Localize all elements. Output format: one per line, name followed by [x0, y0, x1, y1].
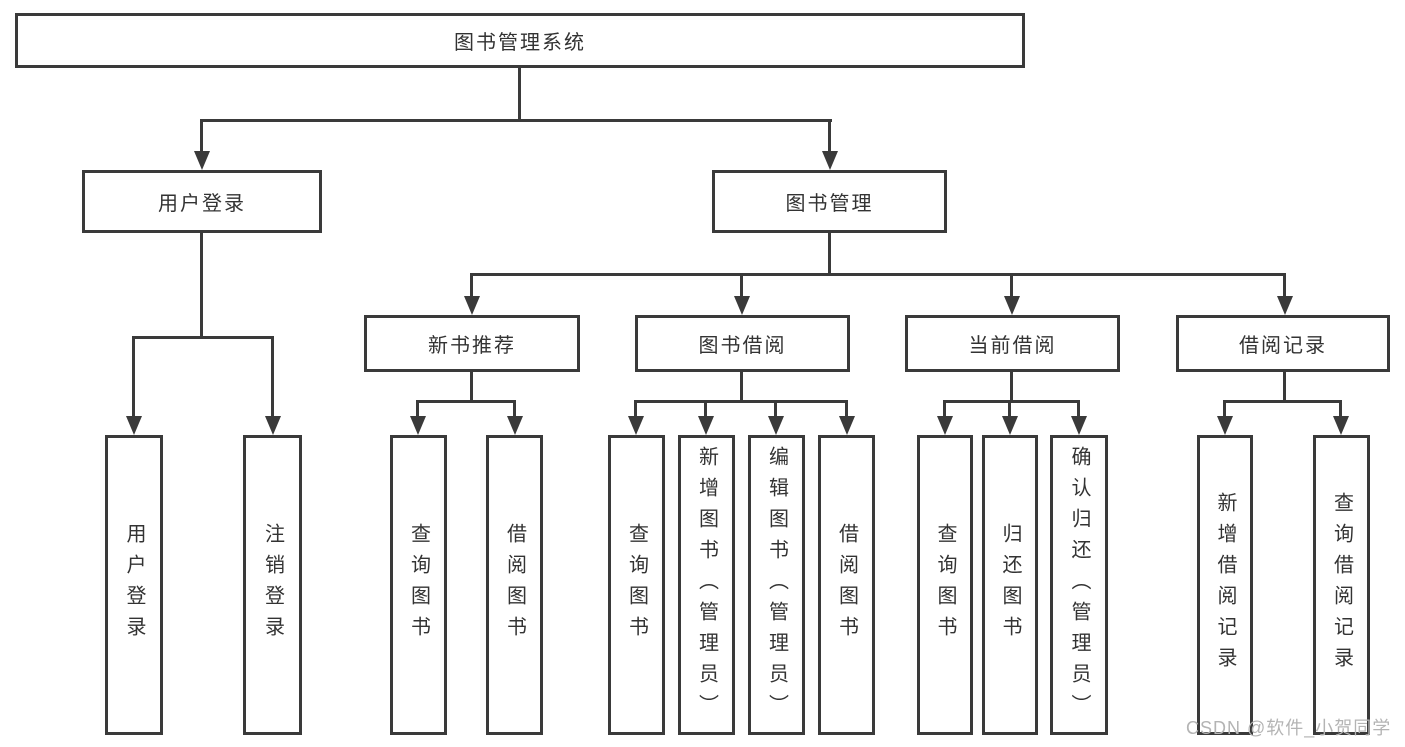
leaf-logout: 注销登录	[243, 435, 302, 735]
connector-leaf	[845, 400, 848, 417]
connector-new-book-bus	[416, 400, 516, 403]
connector-borrow-records-stem	[1283, 372, 1286, 403]
connector-level2-bus	[200, 119, 832, 122]
connector-to-borrow-records	[1283, 273, 1286, 297]
connector-to-book-borrow	[740, 273, 743, 297]
leaf-confirm-return-admin: 确认归还（管理员）	[1050, 435, 1108, 735]
connector-to-user-login	[200, 119, 203, 152]
node-book-borrow: 图书借阅	[635, 315, 850, 372]
connector-leaf	[1223, 400, 1226, 417]
leaf-query-borrow-record: 查询借阅记录	[1313, 435, 1370, 735]
connector-leaf	[774, 400, 777, 417]
leaf-add-book-admin: 新增图书（管理员）	[678, 435, 735, 735]
leaf-query-books-recommend: 查询图书	[390, 435, 447, 735]
arrow-down-icon	[628, 416, 644, 435]
connector-level3-bus	[470, 273, 1286, 276]
leaf-query-books-current: 查询图书	[917, 435, 973, 735]
arrow-down-icon	[1004, 296, 1020, 315]
csdn-watermark: CSDN @软件_小贺同学	[1186, 718, 1392, 738]
connector-to-current-borrow	[1010, 273, 1013, 297]
arrow-down-icon	[839, 416, 855, 435]
arrow-down-icon	[194, 151, 210, 170]
arrow-down-icon	[464, 296, 480, 315]
connector-leaf	[513, 400, 516, 417]
leaf-borrow-books-recommend: 借阅图书	[486, 435, 543, 735]
connector-borrow-records-bus	[1223, 400, 1342, 403]
connector-leaf	[416, 400, 419, 417]
arrow-down-icon	[410, 416, 426, 435]
arrow-down-icon	[698, 416, 714, 435]
connector-leaf	[1077, 400, 1080, 417]
arrow-down-icon	[1277, 296, 1293, 315]
leaf-query-books-borrow: 查询图书	[608, 435, 665, 735]
leaf-return-book: 归还图书	[982, 435, 1038, 735]
node-root-system: 图书管理系统	[15, 13, 1025, 68]
connector-leaf	[704, 400, 707, 417]
leaf-edit-book-admin: 编辑图书（管理员）	[748, 435, 805, 735]
connector-leaf	[1339, 400, 1342, 417]
arrow-down-icon	[734, 296, 750, 315]
node-user-login: 用户登录	[82, 170, 322, 233]
node-book-management: 图书管理	[712, 170, 947, 233]
arrow-down-icon	[1002, 416, 1018, 435]
connector-book-borrow-stem	[740, 372, 743, 403]
node-current-borrow: 当前借阅	[905, 315, 1120, 372]
connector-new-book-stem	[470, 372, 473, 403]
arrow-down-icon	[1333, 416, 1349, 435]
leaf-add-borrow-record: 新增借阅记录	[1197, 435, 1253, 735]
arrow-down-icon	[265, 416, 281, 435]
connector-to-leaf-logout	[271, 336, 274, 417]
node-borrow-records: 借阅记录	[1176, 315, 1390, 372]
arrow-down-icon	[1071, 416, 1087, 435]
arrow-down-icon	[937, 416, 953, 435]
leaf-borrow-books: 借阅图书	[818, 435, 875, 735]
connector-user-login-stem	[200, 233, 203, 339]
connector-to-leaf-user-login	[132, 336, 135, 417]
connector-to-new-book	[470, 273, 473, 297]
arrow-down-icon	[1217, 416, 1233, 435]
connector-leaf	[1008, 400, 1011, 417]
connector-leaf	[943, 400, 946, 417]
connector-leaf	[634, 400, 637, 417]
arrow-down-icon	[507, 416, 523, 435]
arrow-down-icon	[768, 416, 784, 435]
connector-current-borrow-bus	[943, 400, 1080, 403]
connector-book-management-stem	[828, 233, 831, 276]
leaf-user-login: 用户登录	[105, 435, 163, 735]
connector-current-borrow-stem	[1010, 372, 1013, 403]
arrow-down-icon	[822, 151, 838, 170]
node-new-book-recommend: 新书推荐	[364, 315, 580, 372]
connector-user-login-bus	[132, 336, 274, 339]
connector-to-book-management	[828, 119, 831, 152]
connector-book-borrow-bus	[634, 400, 848, 403]
arrow-down-icon	[126, 416, 142, 435]
connector-root-stem	[518, 68, 521, 120]
